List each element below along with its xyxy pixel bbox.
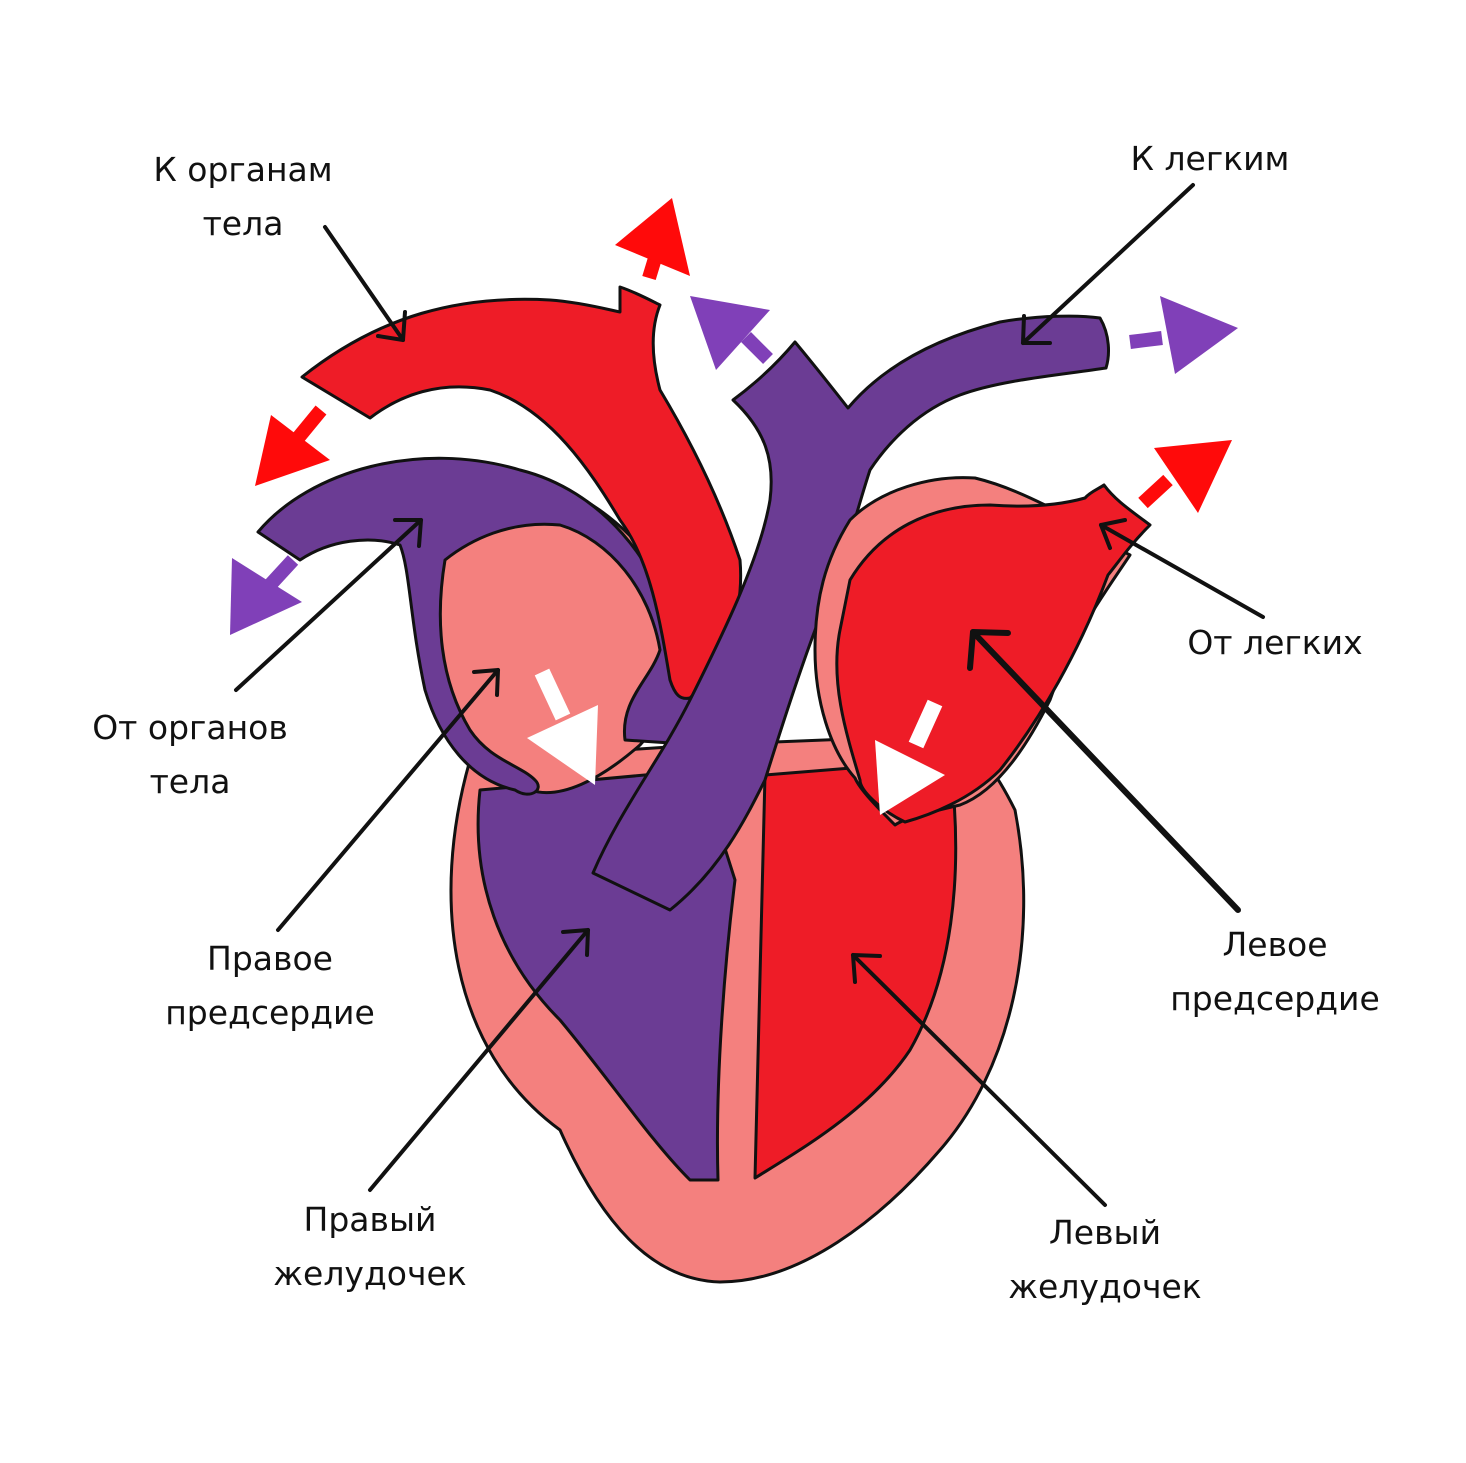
label-from-body: От органов тела [60, 701, 320, 809]
purple-flow-arrows [230, 296, 1238, 635]
label-from-lungs-line-1: От легких [1187, 623, 1363, 662]
white-arrow-left-atrium [875, 740, 945, 815]
label-to-lungs-line-1: К легким [1130, 139, 1290, 178]
label-to-lungs: К легким [1100, 132, 1320, 186]
pointer-right-ventricle [368, 928, 590, 1192]
pointer-from-body [234, 518, 423, 692]
purple-arrow-pulmonary-right [1160, 296, 1238, 374]
label-right-ventricle-line-2: желудочек [273, 1254, 467, 1293]
label-right-atrium-line-2: предсердие [165, 993, 375, 1032]
label-from-lungs: От легких [1155, 616, 1395, 670]
label-to-body-line-1: К органам [153, 150, 333, 189]
purple-arrow-vena-cava [230, 558, 302, 635]
red-flow-arrows [255, 198, 1232, 513]
pointer-to-lungs [1021, 183, 1195, 345]
pointer-right-atrium [276, 668, 500, 932]
purple-arrow-pulmonary-left [690, 296, 770, 370]
label-left-ventricle-line-2: желудочек [1008, 1267, 1202, 1306]
white-arrow-right-atrium [527, 705, 598, 785]
vena-cava [256, 456, 702, 796]
pointer-left-ventricle [851, 953, 1107, 1207]
label-left-atrium: Левое предсердие [1140, 918, 1410, 1026]
label-left-ventricle-line-1: Левый [1048, 1213, 1162, 1252]
pulmonary-trunk [591, 314, 1110, 912]
aorta [300, 285, 743, 700]
label-left-ventricle: Левый желудочек [980, 1206, 1230, 1314]
label-from-body-line-1: От органов [92, 708, 288, 747]
red-arrow-aorta-left [255, 415, 330, 486]
pointer-from-lungs [1099, 518, 1265, 619]
pointer-to-body [323, 225, 407, 342]
label-right-atrium: Правое предсердие [140, 932, 400, 1040]
label-left-atrium-line-1: Левое [1222, 925, 1328, 964]
label-right-ventricle-line-1: Правый [303, 1200, 437, 1239]
label-right-atrium-line-1: Правое [207, 939, 333, 978]
label-to-body-line-2: тела [202, 204, 284, 243]
label-left-atrium-line-2: предсердие [1170, 979, 1380, 1018]
white-flow-arrows [527, 668, 945, 815]
label-to-body: К органам тела [118, 143, 368, 251]
pointer-left-atrium [967, 629, 1241, 913]
label-right-ventricle: Правый желудочек [245, 1193, 495, 1301]
red-arrow-aorta-up [615, 198, 690, 276]
label-from-body-line-2: тела [149, 762, 231, 801]
red-arrow-from-lungs [1154, 440, 1232, 513]
